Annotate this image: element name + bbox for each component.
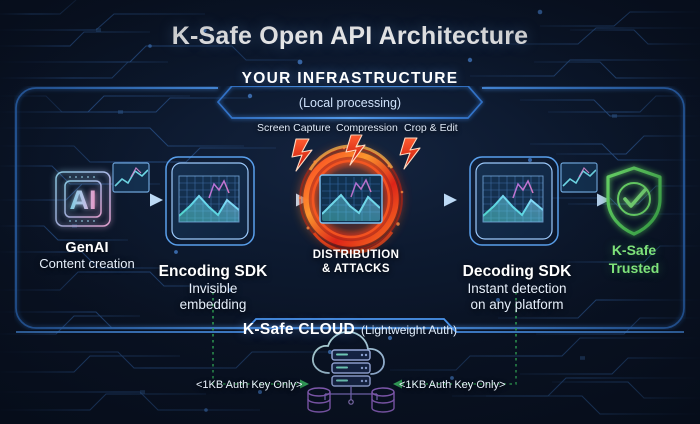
attack-label-screen-capture: Screen Capture — [257, 122, 331, 134]
infrastructure-badge-label: YOUR INFRASTRUCTURE — [241, 70, 459, 87]
decoding-subtitle-1: Instant detection — [467, 281, 567, 296]
node-encoding-sdk: Encoding SDK Invisible embedding — [158, 148, 268, 313]
cloud-badge-note: (Lightweight Auth) — [361, 323, 458, 337]
node-distribution: DISTRIBUTION & ATTACKS — [294, 249, 418, 277]
auth-key-label-right: <1KB Auth Key Only> — [399, 379, 506, 391]
trusted-subtitle: Trusted — [608, 259, 660, 276]
attack-label-crop-edit: Crop & Edit — [404, 122, 458, 134]
node-decoding-sdk: Decoding SDK Instant detection on any pl… — [462, 148, 572, 313]
genai-subtitle: Content creation — [39, 256, 135, 271]
auth-key-label-left: <1KB Auth Key Only> — [196, 379, 303, 391]
flow-arrow-distribution-to-decoding — [398, 193, 457, 207]
trusted-title: K-Safe — [611, 242, 657, 258]
infrastructure-subtitle: (Local processing) — [298, 96, 402, 110]
distribution-title: DISTRIBUTION — [312, 249, 400, 261]
lightning-bolt-icons — [291, 134, 421, 172]
decoding-subtitle-2: on any platform — [470, 296, 564, 312]
decoding-title: Decoding SDK — [462, 263, 572, 280]
encoding-title: Encoding SDK — [158, 263, 268, 280]
attack-ring-icon — [291, 134, 421, 255]
cloud-server-icon — [307, 331, 395, 413]
distribution-subtitle: & ATTACKS — [322, 262, 390, 275]
node-ksafe-trusted: K-Safe Trusted — [586, 162, 682, 277]
cloud-badge-label: K-Safe CLOUD — [242, 321, 356, 338]
cloud-badge: K-Safe CLOUD (Lightweight Auth) — [243, 321, 457, 339]
node-genai: GenAI Content creation — [34, 162, 140, 271]
encoding-subtitle: Invisible embedding — [179, 281, 247, 312]
attack-label-compression: Compression — [336, 122, 398, 134]
page-title: K-Safe Open API Architecture — [171, 22, 529, 50]
genai-title: GenAI — [65, 240, 109, 256]
